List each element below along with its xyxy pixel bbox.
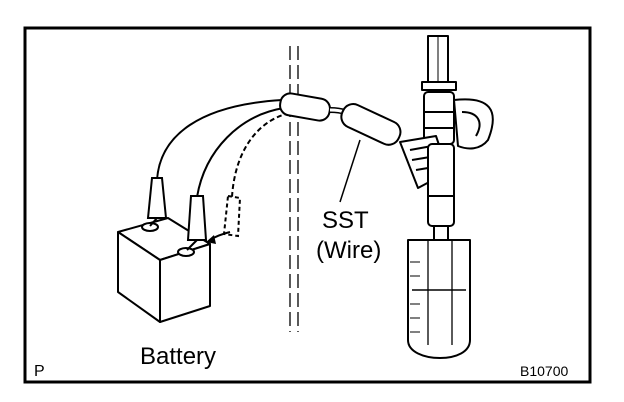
battery-icon (117, 217, 211, 323)
wire-label: (Wire) (316, 237, 381, 264)
injector-icon (399, 35, 494, 241)
sst-wire (279, 92, 402, 146)
arrow-head (206, 235, 216, 244)
figure-code: B10700 (520, 363, 568, 379)
battery-label: Battery (140, 343, 216, 370)
graduated-cylinder-icon (407, 239, 471, 359)
sst-pointer (339, 139, 361, 203)
corner-letter: P (34, 363, 45, 380)
sst-label: SST (322, 207, 369, 234)
wire-leads (156, 99, 287, 198)
clip-icon (146, 177, 242, 251)
diagram-frame (23, 26, 592, 384)
